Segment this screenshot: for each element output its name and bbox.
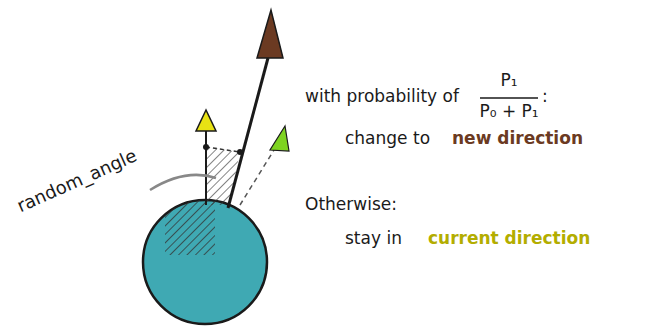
- text-label: Otherwise:: [305, 196, 397, 213]
- fraction-bar: [480, 97, 538, 99]
- angle-label: random_angle: [14, 146, 139, 215]
- brown-arrowhead: [257, 10, 283, 58]
- text-label: change to: [345, 130, 430, 147]
- highlight-label: current direction: [428, 230, 590, 247]
- text-label: :: [542, 88, 548, 105]
- current-direction-line: [205, 130, 207, 205]
- numerator: P₁: [501, 72, 518, 89]
- text-label: with probability of: [305, 88, 459, 105]
- dot: [203, 144, 209, 150]
- yellow-arrowhead: [196, 110, 216, 131]
- dashed-direction-line: [240, 150, 274, 205]
- new-direction-line: [228, 58, 268, 208]
- highlight-label: new direction: [452, 130, 583, 147]
- green-arrowhead: [270, 126, 289, 151]
- text-label: stay in: [345, 230, 402, 247]
- dot: [237, 149, 243, 155]
- angle-arc: [206, 147, 240, 152]
- leader-line: [150, 175, 216, 190]
- denominator: P₀ + P₁: [480, 103, 539, 120]
